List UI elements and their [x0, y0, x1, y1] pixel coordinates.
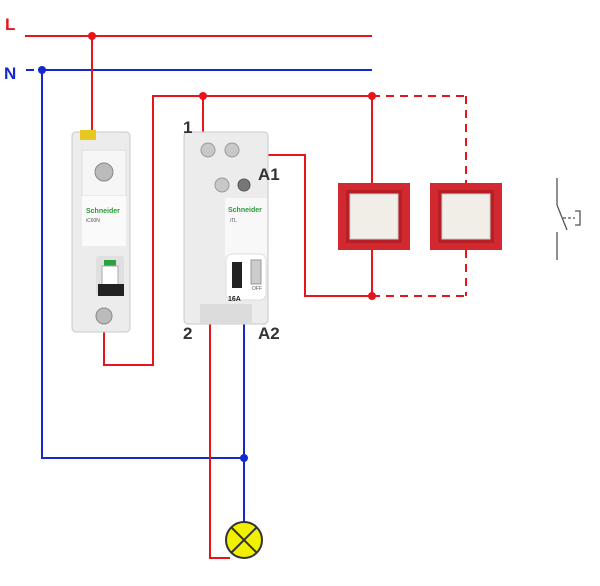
label-a2: A2 — [258, 324, 280, 343]
label-L: L — [5, 15, 15, 34]
junction-dot — [368, 292, 376, 300]
relay-model: iTL — [230, 218, 237, 224]
pushbutton-symbol-icon — [556, 178, 581, 260]
circuit-breaker: Schneider iC60N — [71, 130, 131, 333]
impulse-relay: Schneider iTL OFF 16A — [183, 131, 269, 325]
label-a1: A1 — [258, 165, 280, 184]
label-N: N — [4, 64, 16, 83]
relay-brand: Schneider — [228, 207, 262, 214]
breaker-brand: Schneider — [86, 208, 120, 215]
push-button-1 — [338, 183, 410, 250]
relay-output-wire — [209, 320, 230, 559]
label-terminal-1: 1 — [183, 118, 192, 137]
breaker-model: iC60N — [86, 218, 100, 224]
push-button-2 — [430, 183, 502, 250]
breaker-output-wire — [103, 95, 372, 366]
lamp-icon — [225, 521, 263, 559]
breaker-toggle — [98, 284, 124, 296]
junction-dot — [199, 92, 207, 100]
relay-off-label: OFF — [252, 286, 262, 292]
relay-lever — [232, 262, 242, 288]
relay-rating: 16A — [228, 296, 241, 303]
junction-dot — [240, 454, 248, 462]
neutral-wire — [41, 70, 244, 459]
label-terminal-2: 2 — [183, 324, 192, 343]
